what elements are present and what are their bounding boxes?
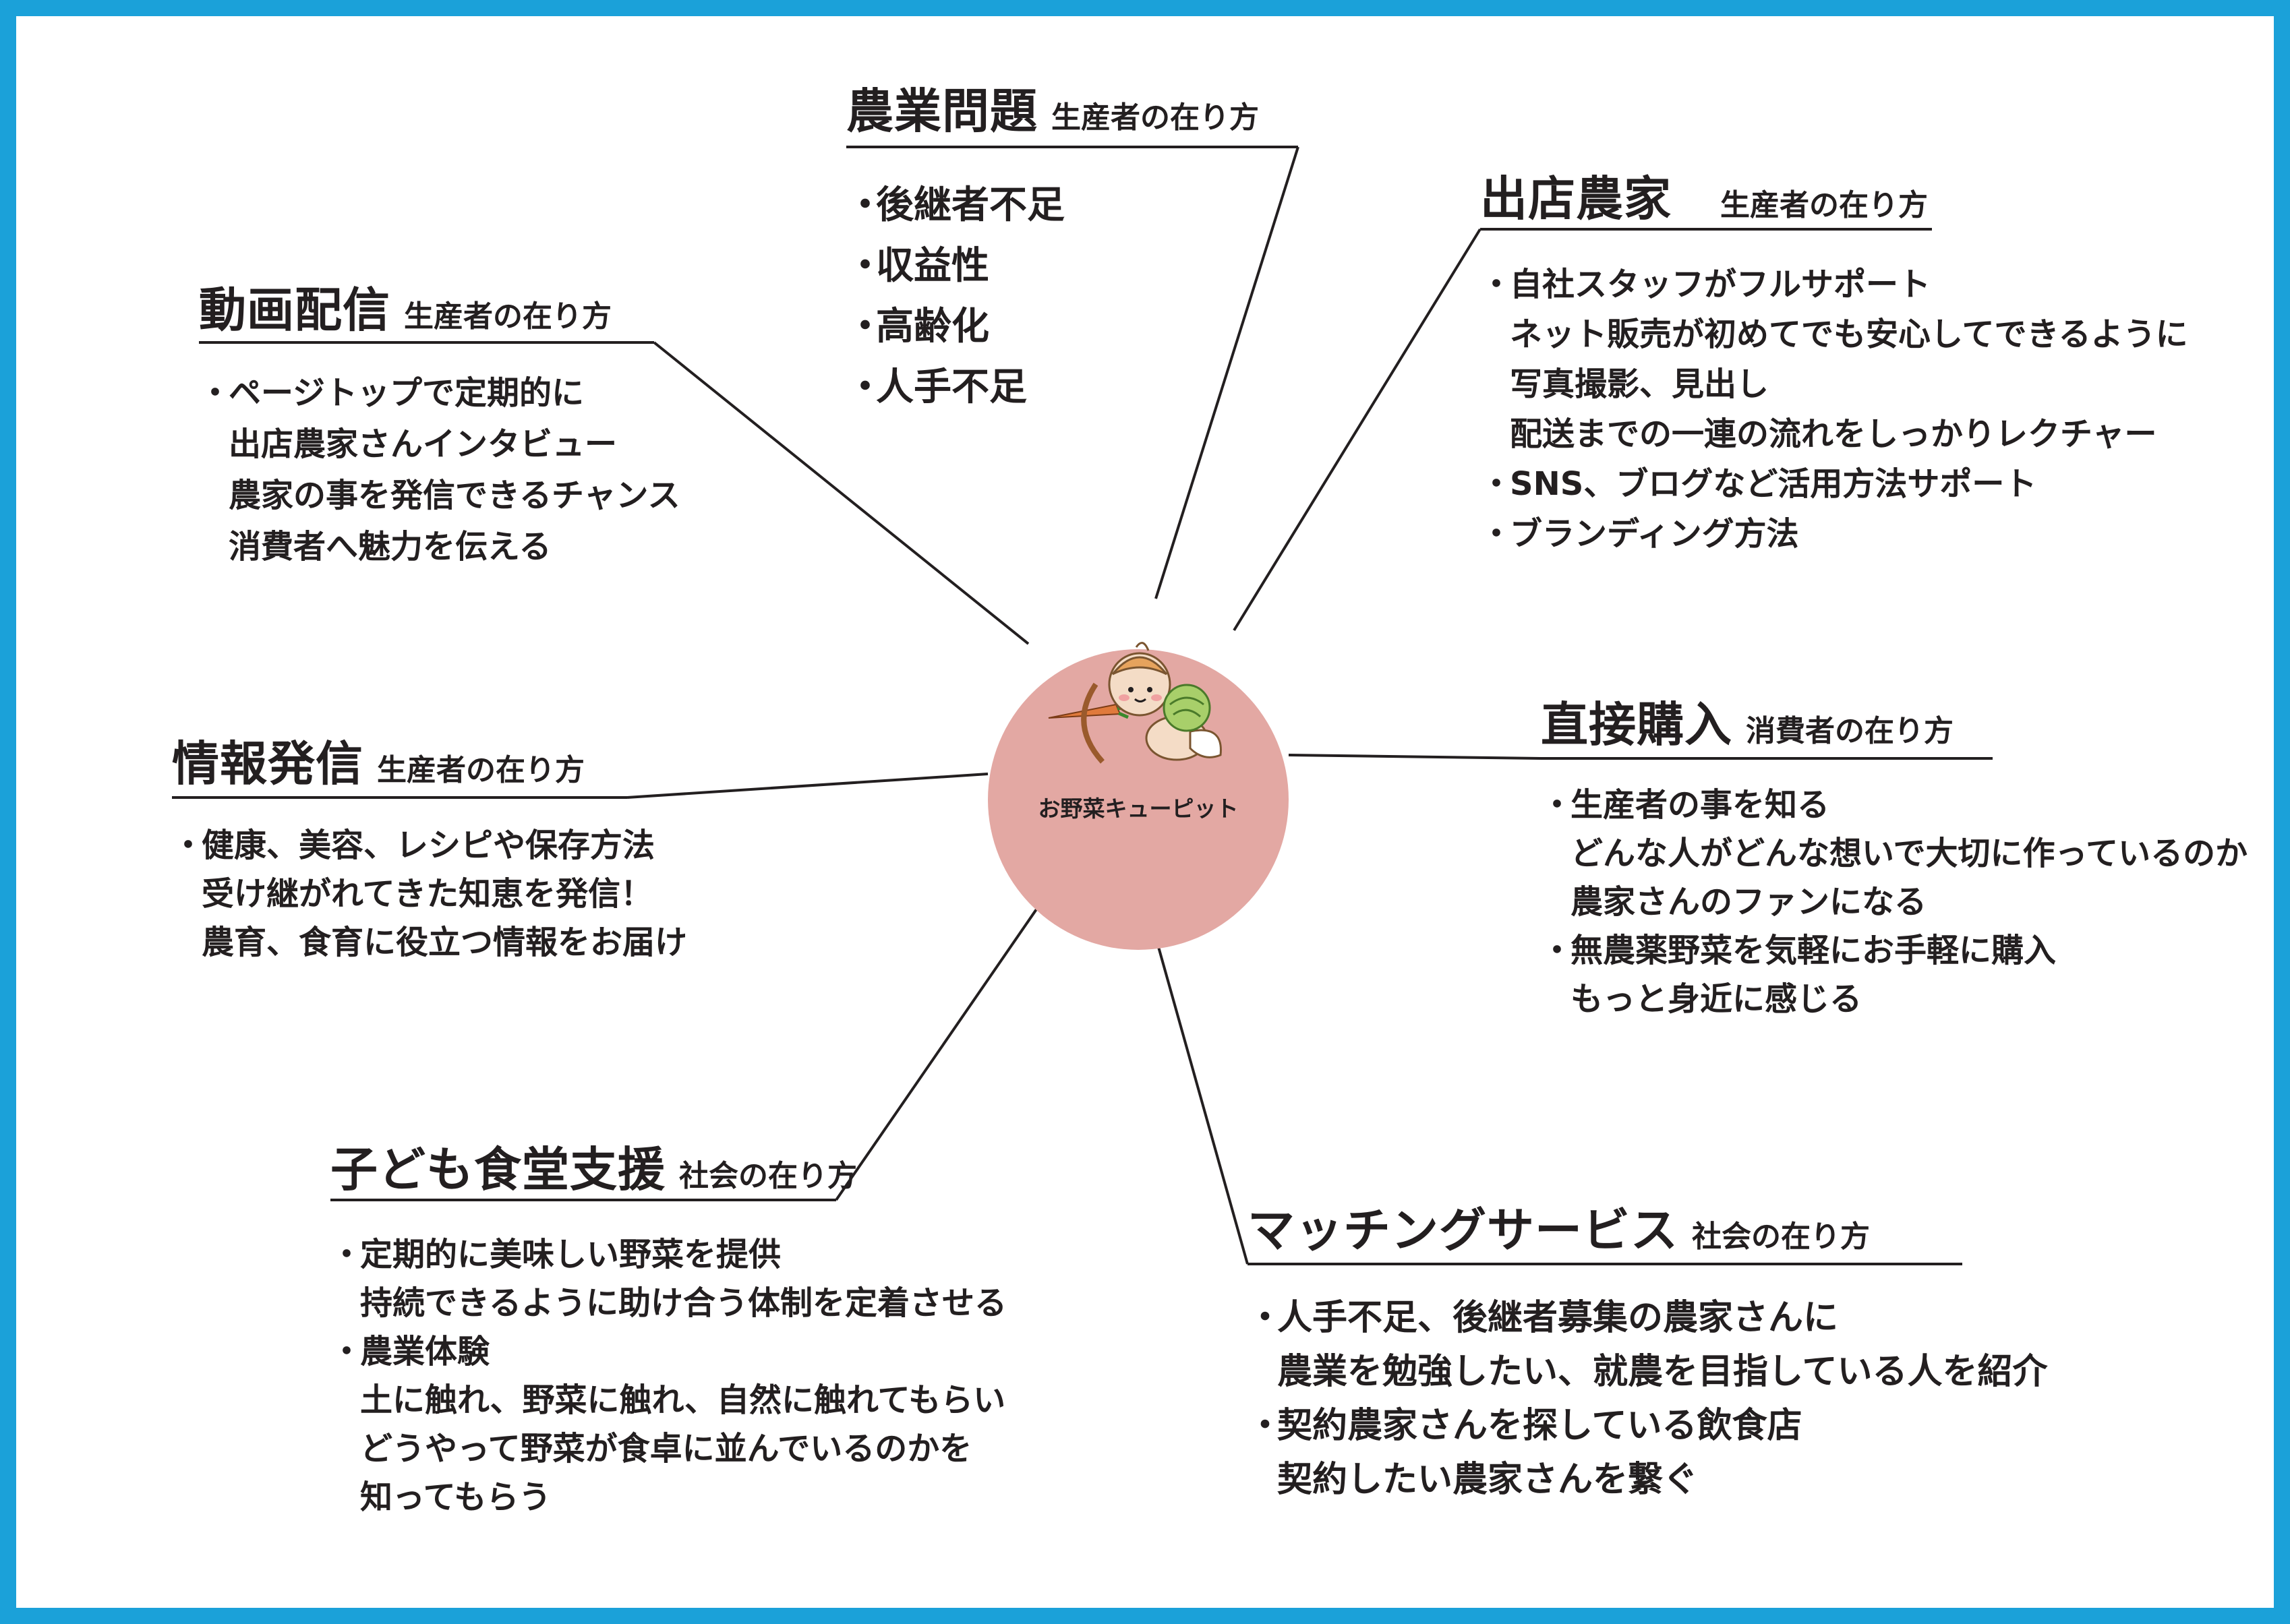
node-shutten: 出店農家生産者の在り方 ・自社スタッフがフルサポートネット販売が初めてでも安心し…	[1480, 175, 2188, 559]
center-label: お野菜キューピット	[1038, 795, 1239, 822]
node-subtitle: 生産者の在り方	[1720, 188, 1928, 222]
list-item: ・無農薬野菜を気軽にお手軽に購入もっと身近に感じる	[1541, 932, 2057, 1018]
node-list: ・後継者不足 ・収益性 ・高齢化 ・人手不足	[846, 175, 1259, 418]
spoke-shutten	[1233, 228, 1481, 632]
list-item: ・高齢化	[846, 305, 989, 349]
node-list: ・ページトップで定期的に出店農家さんインタビュー農家の事を発信できるチャンス消費…	[199, 367, 680, 572]
spoke-nogyo	[1154, 146, 1299, 599]
node-list: ・定期的に美味しい野菜を提供持続できるように助け合う体制を定着させる ・農業体験…	[330, 1230, 1007, 1522]
list-item: ・人手不足、後継者募集の農家さんに農業を勉強したい、就農を目指している人を紹介	[1247, 1298, 2048, 1392]
node-list: ・自社スタッフがフルサポートネット販売が初めてでも安心してできるように写真撮影、…	[1480, 260, 2188, 559]
node-subtitle: 生産者の在り方	[1051, 100, 1259, 135]
list-item: ・定期的に美味しい野菜を提供持続できるように助け合う体制を定着させる	[330, 1236, 1007, 1322]
node-joho: 情報発信生産者の在り方 ・健康、美容、レシピや保存方法受け継がれてきた知恵を発信…	[172, 740, 687, 967]
spoke-kodomo	[835, 874, 1061, 1201]
list-item: ・農業体験土に触れ、野菜に触れ、自然に触れてもらいどうやって野菜が食卓に並んでい…	[330, 1333, 1006, 1516]
node-list: ・人手不足、後継者募集の農家さんに農業を勉強したい、就農を目指している人を紹介 …	[1247, 1291, 2047, 1507]
node-subtitle: 社会の在り方	[1692, 1220, 1870, 1254]
node-subtitle: 生産者の在り方	[377, 753, 585, 787]
node-list: ・生産者の事を知るどんな人がどんな想いで大切に作っているのか農家さんのファンにな…	[1541, 781, 2248, 1023]
list-item: ・SNS、ブログなど活用方法サポート	[1480, 465, 2037, 503]
node-list: ・健康、美容、レシピや保存方法受け継がれてきた知恵を発信！農育、食育に役立つ情報…	[172, 821, 687, 967]
node-subtitle: 消費者の在り方	[1746, 714, 1954, 748]
node-title: 情報発信	[172, 736, 363, 791]
node-matching: マッチングサービス社会の在り方 ・人手不足、後継者募集の農家さんに農業を勉強した…	[1247, 1207, 2047, 1507]
node-nogyo: 農業問題生産者の在り方 ・後継者不足 ・収益性 ・高齢化 ・人手不足	[846, 88, 1259, 418]
list-item: ・ブランディング方法	[1480, 515, 1799, 553]
node-subtitle: 生産者の在り方	[404, 299, 612, 334]
list-item: ・人手不足	[846, 365, 1027, 409]
node-title: 子ども食堂支援	[330, 1142, 666, 1197]
node-title: 農業問題	[846, 84, 1038, 139]
list-item: ・生産者の事を知るどんな人がどんな想いで大切に作っているのか農家さんのファンにな…	[1541, 786, 2248, 921]
node-kodomo: 子ども食堂支援社会の在り方 ・定期的に美味しい野菜を提供持続できるように助け合う…	[330, 1146, 1007, 1522]
spoke-joho	[626, 773, 989, 799]
node-title: マッチングサービス	[1247, 1203, 1678, 1258]
node-subtitle: 社会の在り方	[679, 1159, 857, 1193]
list-item: ・自社スタッフがフルサポートネット販売が初めてでも安心してできるように写真撮影、…	[1480, 266, 2188, 453]
node-title: 出店農家	[1480, 171, 1672, 227]
spoke-chokusetsu	[1288, 754, 1542, 760]
node-chokusetsu: 直接購入消費者の在り方 ・生産者の事を知るどんな人がどんな想いで大切に作っている…	[1541, 701, 2248, 1023]
list-item: ・健康、美容、レシピや保存方法受け継がれてきた知恵を発信！農育、食育に役立つ情報…	[172, 826, 688, 961]
spoke-matching	[1143, 896, 1249, 1265]
cupid-mascot-illustration	[1048, 642, 1222, 764]
node-douga: 動画配信生産者の在り方 ・ページトップで定期的に出店農家さんインタビュー農家の事…	[199, 287, 680, 572]
list-item: ・ページトップで定期的に出店農家さんインタビュー農家の事を発信できるチャンス消費…	[199, 374, 680, 566]
node-title: 直接購入	[1541, 697, 1732, 752]
node-title: 動画配信	[199, 282, 390, 338]
list-item: ・収益性	[846, 244, 989, 288]
list-item: ・後継者不足	[846, 183, 1065, 227]
spoke-douga	[653, 341, 1030, 645]
list-item: ・契約農家さんを探している飲食店契約したい農家さんを繋ぐ	[1247, 1406, 1802, 1500]
